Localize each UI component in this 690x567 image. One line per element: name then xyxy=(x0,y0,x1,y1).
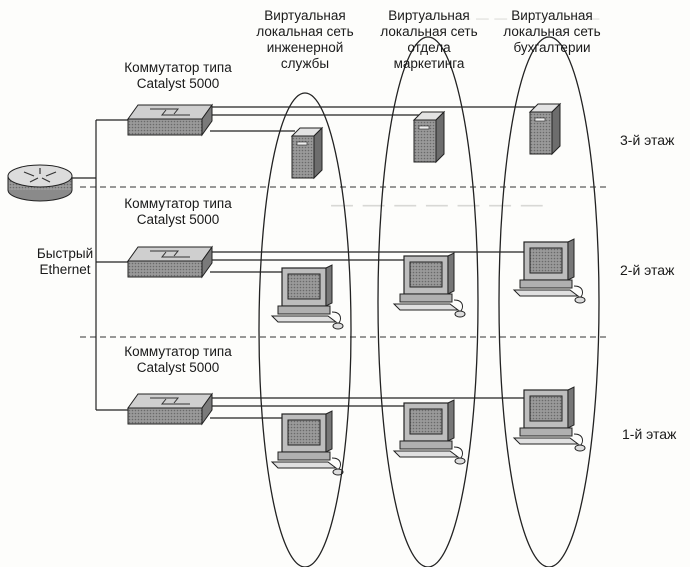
switch-icon-floor-3 xyxy=(127,104,213,136)
vlan-ellipse-marketing xyxy=(377,36,479,567)
workstation-icon-engineering-1 xyxy=(271,410,344,476)
vlan-ellipse-engineering xyxy=(258,92,352,567)
switch-icon-floor-1 xyxy=(127,393,213,425)
workstation-icon-marketing-1 xyxy=(393,399,466,465)
server-tower-icon-accounting xyxy=(529,103,561,155)
workstation-icon-accounting-2 xyxy=(513,238,586,304)
server-tower-icon-marketing xyxy=(413,111,445,163)
vlan-ellipse-accounting xyxy=(498,36,600,567)
background-bleed-heading: — — — — — — — xyxy=(330,190,544,218)
switch-icon-floor-2 xyxy=(127,246,213,278)
server-tower-icon-engineering xyxy=(291,127,323,179)
workstation-icon-marketing-2 xyxy=(393,252,466,318)
router-icon xyxy=(7,164,73,202)
background-bleed-text: — — — — — — — — — — xyxy=(420,11,601,27)
floor-label-1: 1-й этаж xyxy=(622,426,677,442)
workstation-icon-accounting-1 xyxy=(513,386,586,452)
workstation-icon-engineering-2 xyxy=(271,264,344,330)
floor-label-2: 2-й этаж xyxy=(620,262,675,278)
floor-label-3: 3-й этаж xyxy=(620,132,675,148)
